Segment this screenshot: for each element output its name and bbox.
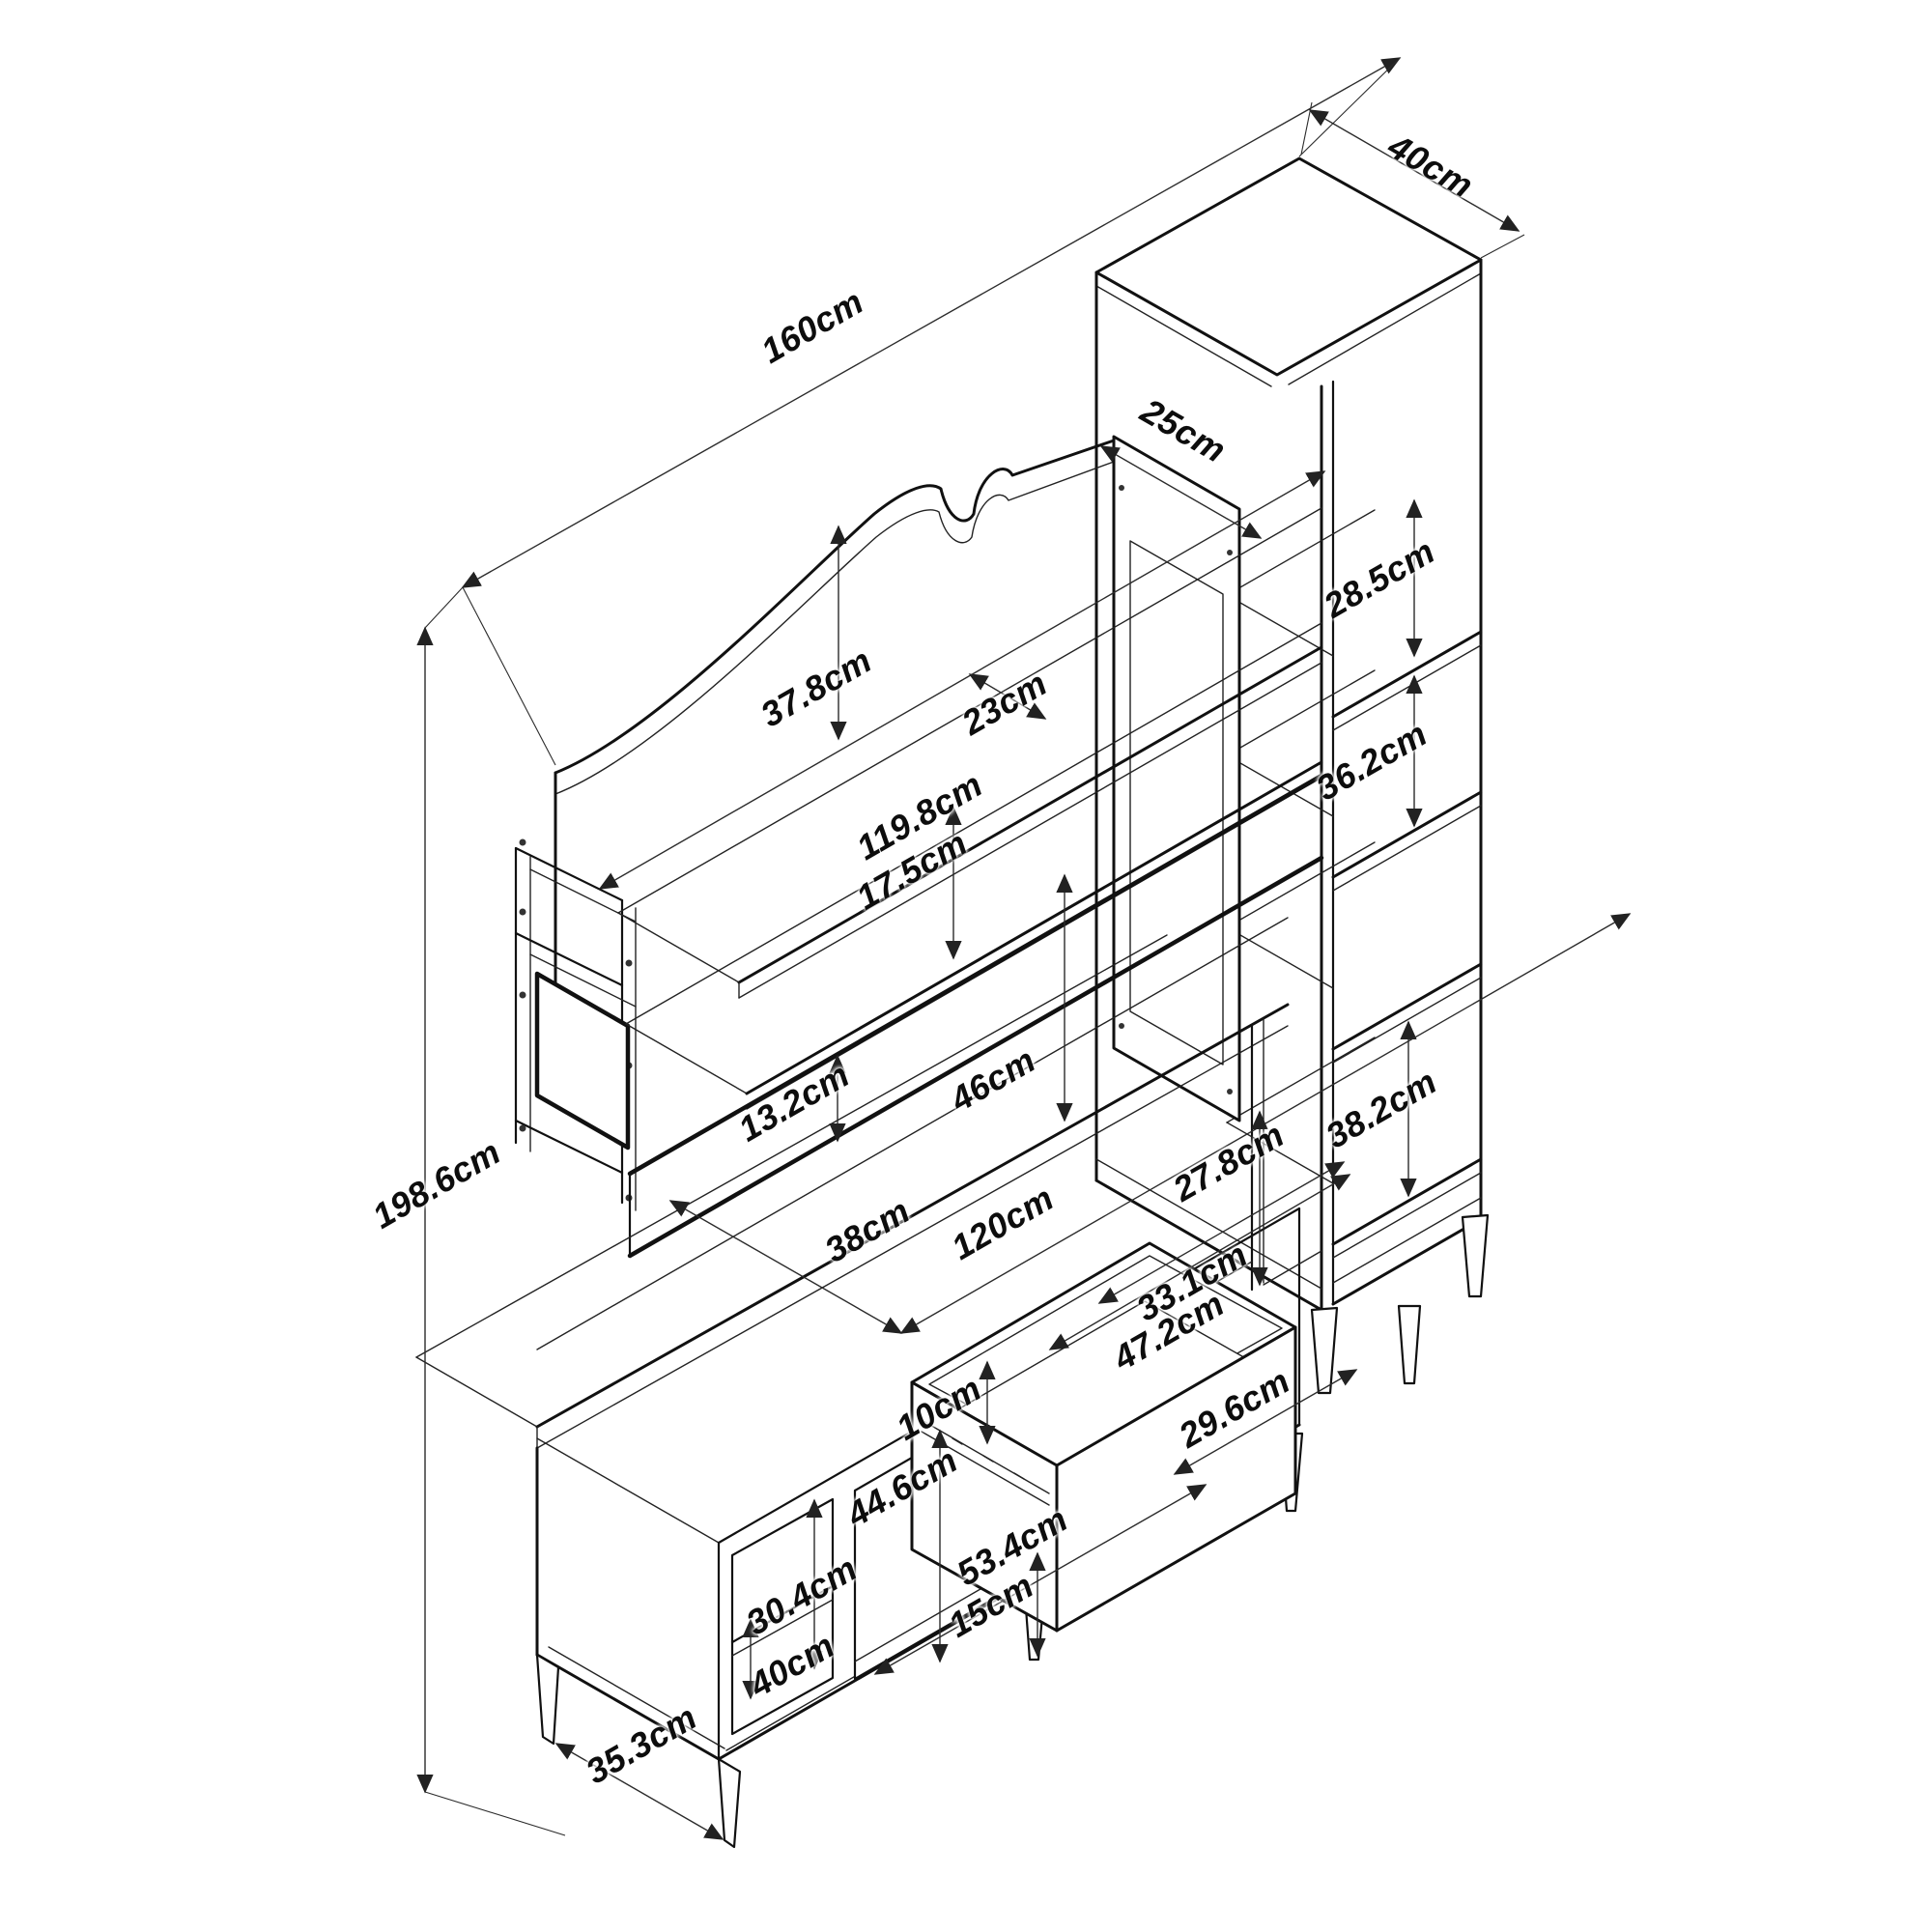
arched-pediment [554,439,1116,775]
open-cubby [730,1497,835,1736]
tall-bookcase-shelves [1226,509,1483,1259]
cabinet-side-face [535,1437,721,1761]
side-frame-ladder [514,838,637,1211]
tall-bookcase-top-face [1094,156,1483,377]
back-frame-25cm [1112,435,1241,1122]
frame-back-panel [534,971,631,1151]
dimension-lines [416,57,1632,1840]
